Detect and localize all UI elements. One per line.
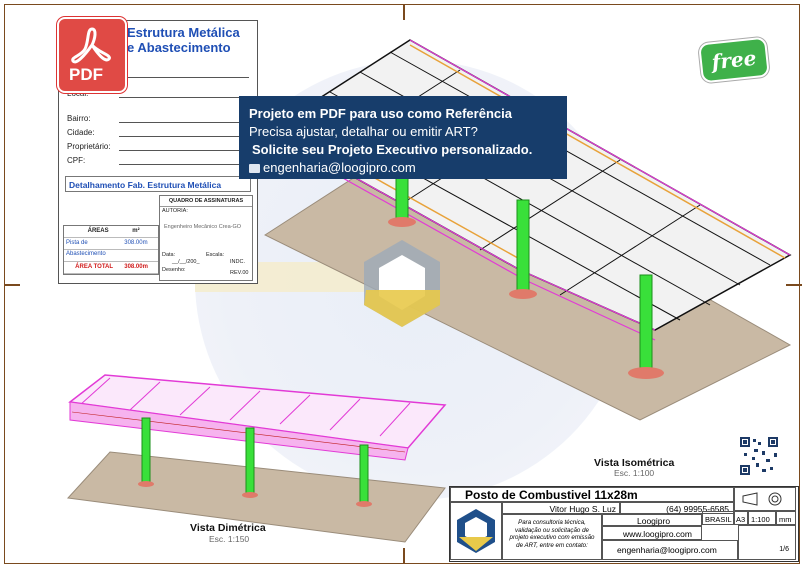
dim-column [245,427,255,495]
mail-icon [249,164,260,174]
title-cell: Posto de Combustivel 11x28m [450,487,734,502]
iso-column-base [388,217,416,227]
free-badge[interactable]: free [698,36,770,84]
banner-email[interactable]: engenharia@loogipro.com [263,160,416,175]
iso-column [639,274,653,371]
areas-row [64,250,158,262]
desenho-label: Desenho: [162,267,186,273]
areas-cell: 308.00m [124,240,148,246]
country-cell: BRASIL [702,511,734,525]
escala-value: INDC. [230,259,245,265]
phone-cell: (64) 99955-6585 [620,502,734,514]
dim-column [141,417,151,484]
format: A3 [736,515,746,524]
autoria-label: AUTORIA: [162,208,188,214]
dim-fascia [69,401,409,461]
info-title-line2: e Abastecimento [127,40,231,55]
frame-center-mark-right [786,284,802,286]
first-angle-projection-icon [742,492,782,506]
areas-cell: 308.00m [124,264,148,270]
field-proprietario: Proprietário: [67,142,111,151]
responsavel-name: Vitor Hugo S. Luz [549,504,616,514]
observacao-text: Para consultoria técnica, validação ou s… [509,519,595,549]
data-label: Data: [162,252,176,258]
observacao-cell: Para consultoria técnica, validação ou s… [502,514,602,560]
qr-code[interactable] [740,437,778,475]
field-line [119,150,249,151]
field-bairro: Bairro: [67,114,91,123]
phone-number: (64) 99955-6585 [666,504,729,514]
areas-cell: ÁREA TOTAL [75,264,114,270]
format-cell: A3 [734,511,748,525]
iso-column-base [509,289,537,299]
field-cidade: Cidade: [67,128,95,137]
project-title: Posto de Combustivel 11x28m [465,488,638,502]
field-local: Local: [67,89,89,98]
areas-header-cell: ÁREAS [87,228,109,234]
dim-slab [66,451,446,543]
responsavel-cell: Vitor Hugo S. Luz [502,502,620,514]
field-line [125,77,249,78]
areas-cell [64,250,122,261]
pdf-label: PDF [69,65,103,84]
sheet-number: 1/6 [779,546,789,553]
loogipro-logo-icon [457,509,495,553]
dim-view-title: Vista Dimétrica [190,522,266,534]
frame-center-mark-top [403,4,405,20]
title-block: Posto de Combustivel 11x28m Vitor Hugo S… [449,486,799,562]
banner-email-row[interactable]: engenharia@loogipro.com [249,159,557,177]
frame-center-mark-bottom [403,548,405,564]
data-value: __/__/200_ [172,259,200,265]
detalhamento-label: Detalhamento Fab. Estrutura Metálica [65,176,251,192]
field-line [119,122,249,123]
projection-cell [734,487,796,511]
field-line [119,164,249,165]
info-title-line1: Estrutura Metálica [127,25,240,40]
rev-label: REV.00 [230,270,249,276]
areas-header: ÁREAS m² [64,226,158,238]
site-cell[interactable]: www.loogipro.com [602,526,702,540]
unit: mm [779,515,792,524]
field-line [119,136,249,137]
company-cell: Loogipro [602,514,702,526]
banner-line2: Precisa ajustar, detalhar ou emitir ART? [249,124,478,139]
country: BRASIL [705,515,732,524]
iso-view-scale: Esc. 1:100 [614,468,655,478]
email-link[interactable]: engenharia@loogipro.com [617,545,717,555]
pdf-badge[interactable]: PDF [57,17,127,93]
areas-table: ÁREAS m² Pista de Abastecimento 308.00m … [63,225,159,275]
engenheiro-label: Engenheiro Mecânico Crea-GO [164,224,242,230]
promo-banner: Projeto em PDF para uso como Referência … [239,96,567,179]
loogipro-watermark-logo [364,240,440,327]
assinaturas-title: QUADRO DE ASSINATURAS [160,196,252,207]
iso-column-base [628,367,664,379]
areas-row: Pista de Abastecimento 308.00m [64,238,158,257]
scale-cell: 1:100 [748,511,776,525]
sheet-cell: 1/6 [738,525,796,560]
banner-line1: Projeto em PDF para uso como Referência [249,106,512,121]
banner-line3: Solicite seu Projeto Executivo personali… [252,142,533,157]
company-name: Loogipro [637,516,671,526]
site-link[interactable]: www.loogipro.com [623,529,692,539]
iso-view-title: Vista Isométrica [594,457,675,469]
escala-label: Escala: [206,252,225,258]
logo-cell [450,502,502,560]
areas-header-cell: m² [132,228,140,234]
dim-view-scale: Esc. 1:150 [209,534,250,544]
scale: 1:100 [751,515,770,524]
frame-center-mark-left [4,284,20,286]
acrobat-icon [71,27,111,64]
areas-cell [122,250,158,261]
iso-column [516,199,530,293]
dim-column [359,444,369,504]
unit-cell: mm [776,511,796,525]
field-line [119,97,249,98]
areas-total-row: ÁREA TOTAL 308.00m [64,262,158,274]
email-cell[interactable]: engenharia@loogipro.com [602,540,738,560]
assinaturas-table: QUADRO DE ASSINATURAS AUTORIA: Engenheir… [159,195,253,281]
field-cpf: CPF: [67,156,86,165]
areas-cell: Pista de Abastecimento [66,240,106,257]
